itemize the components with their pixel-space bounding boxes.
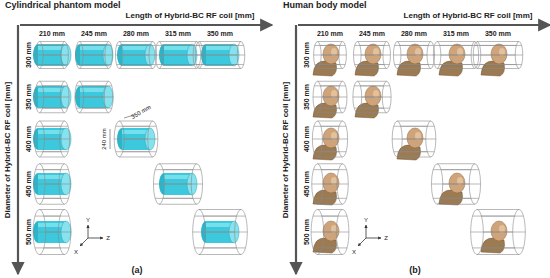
body-in-coil xyxy=(431,164,480,205)
phantom-in-coil xyxy=(33,42,71,69)
tick-label: 315 mm xyxy=(165,30,191,37)
body-in-coil xyxy=(312,164,349,205)
axis-triad xyxy=(358,225,381,246)
axis-letter: Z xyxy=(384,235,388,241)
axis-letter: Z xyxy=(106,235,110,241)
phantom-in-coil xyxy=(114,121,158,157)
axis-arrow xyxy=(20,24,272,26)
body-in-coil xyxy=(473,42,523,77)
tick-label: 210 mm xyxy=(39,30,65,37)
tick-label: 245 mm xyxy=(81,30,107,37)
tick-label: 500 mm xyxy=(25,219,32,245)
phantom-in-coil xyxy=(153,164,202,205)
tick-label: 280 mm xyxy=(401,30,427,37)
body-in-coil xyxy=(392,121,436,160)
tick-label: 350 mm xyxy=(207,30,233,37)
tick-label: 500 mm xyxy=(303,219,310,245)
body-in-coil xyxy=(433,42,478,77)
panel-title: Human body model xyxy=(283,1,367,10)
axis-letter: Y xyxy=(364,217,368,223)
dimension-line xyxy=(110,115,134,149)
axis-title: Length of Hybrid-BC RF coil [mm] xyxy=(404,12,533,20)
axis-arrow xyxy=(295,25,297,274)
axis-title: Length of Hybrid-BC RF coil [mm] xyxy=(126,12,255,20)
phantom-in-coil xyxy=(75,42,113,69)
axis-triad xyxy=(80,225,103,246)
body-in-coil xyxy=(471,210,526,255)
tick-label: 315 mm xyxy=(443,30,469,37)
phantom-in-coil xyxy=(115,42,156,69)
axis-title: Diameter of Hybrid-BC RF coil [mm] xyxy=(282,82,290,218)
phantom-in-coil xyxy=(193,210,248,255)
axis-arrow xyxy=(298,24,550,26)
phantom-panel xyxy=(18,25,272,274)
axis-letter: X xyxy=(352,249,356,255)
panel-label: (b) xyxy=(409,266,421,275)
body-in-coil xyxy=(354,42,391,77)
body-in-coil xyxy=(313,81,347,118)
tick-label: 300 mm xyxy=(25,42,32,68)
body-in-coil xyxy=(393,42,434,77)
tick-label: 210 mm xyxy=(317,30,343,37)
panel-title: Cylindrical phantom model xyxy=(5,1,121,10)
tick-label: 350 mm xyxy=(303,84,310,110)
tick-label: 280 mm xyxy=(123,30,149,37)
phantom-in-coil xyxy=(33,210,71,255)
axis-letter: X xyxy=(74,249,78,255)
dimension-label: 240 mm xyxy=(101,128,107,150)
phantom-in-coil xyxy=(75,81,113,113)
body-in-coil xyxy=(313,42,346,77)
tick-label: 450 mm xyxy=(25,171,32,197)
tick-label: 350 mm xyxy=(485,30,511,37)
axis-title: Diameter of Hybrid-BC RF coil [mm] xyxy=(4,82,12,218)
phantom-in-coil xyxy=(195,42,245,69)
body-panel xyxy=(296,25,550,274)
tick-label: 350 mm xyxy=(25,84,32,110)
tick-label: 400 mm xyxy=(25,126,32,152)
phantom-in-coil xyxy=(33,164,71,205)
axis-letter: Y xyxy=(86,217,90,223)
tick-label: 400 mm xyxy=(303,126,310,152)
axis-arrow xyxy=(17,25,19,274)
panel-label: (a) xyxy=(132,266,143,275)
tick-label: 300 mm xyxy=(303,42,310,68)
phantom-in-coil xyxy=(33,81,71,113)
body-in-coil xyxy=(312,121,347,160)
phantom-in-coil xyxy=(33,121,71,157)
tick-label: 450 mm xyxy=(303,171,310,197)
dimension-label: 350 mm xyxy=(130,104,152,120)
phantom-in-coil xyxy=(155,42,200,69)
body-in-coil xyxy=(353,81,391,118)
body-in-coil xyxy=(311,210,349,255)
tick-label: 245 mm xyxy=(359,30,385,37)
